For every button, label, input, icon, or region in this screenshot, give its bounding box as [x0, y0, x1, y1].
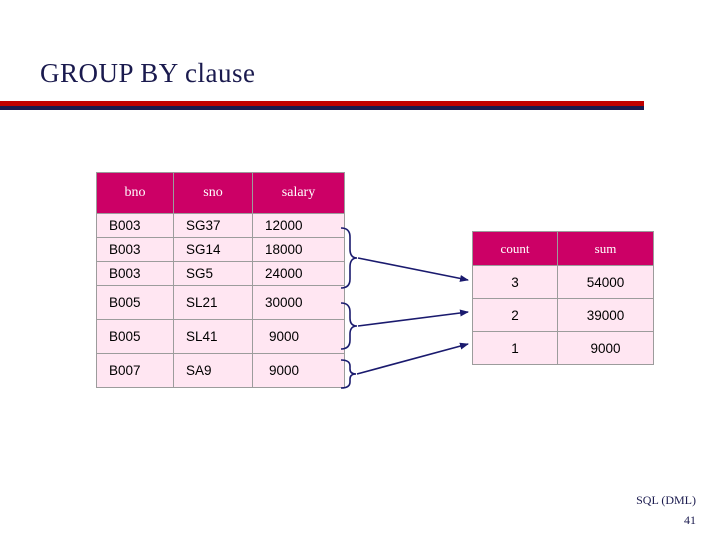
title-divider-rule [0, 101, 644, 106]
staff-salary-table: bno sno salary B003 SG37 12000 B003 SG14… [96, 172, 345, 388]
cell-bno: B003 [96, 237, 174, 262]
table-row: B003 SG5 24000 [96, 261, 345, 286]
footer-page-number: 41 [684, 513, 696, 527]
cell-sno: SA9 [173, 353, 253, 388]
table-row: 2 39000 [472, 298, 654, 332]
cell-sno: SG5 [173, 261, 253, 286]
cell-salary: 9000 [252, 353, 345, 388]
column-header-bno: bno [96, 172, 174, 214]
page-title: GROUP BY clause [40, 58, 256, 88]
cell-bno: B005 [96, 319, 174, 354]
cell-sno: SL21 [173, 285, 253, 320]
cell-bno: B003 [96, 213, 174, 238]
table-row: B003 SG14 18000 [96, 237, 345, 262]
table-header-row: count sum [472, 231, 654, 266]
aggregate-result-table: count sum 3 54000 2 39000 1 9000 [472, 231, 654, 365]
table-row: B005 SL41 9000 [96, 319, 345, 354]
column-header-count: count [472, 231, 558, 266]
cell-sno: SG14 [173, 237, 253, 262]
cell-salary: 12000 [252, 213, 345, 238]
arrow-to-row-1 [357, 257, 469, 282]
cell-count: 1 [472, 331, 558, 365]
title-divider-shadow [0, 106, 644, 110]
cell-salary: 9000 [252, 319, 345, 354]
footer-label: SQL (DML) [636, 493, 696, 507]
table-row: 3 54000 [472, 265, 654, 299]
column-header-salary: salary [252, 172, 345, 214]
cell-sum: 9000 [557, 331, 654, 365]
table-row: B007 SA9 9000 [96, 353, 345, 388]
cell-bno: B005 [96, 285, 174, 320]
arrow-to-row-2 [357, 309, 469, 327]
table-row: 1 9000 [472, 331, 654, 365]
column-header-sum: sum [557, 231, 654, 266]
cell-salary: 24000 [252, 261, 345, 286]
cell-bno: B007 [96, 353, 174, 388]
cell-bno: B003 [96, 261, 174, 286]
cell-sum: 39000 [557, 298, 654, 332]
column-header-sno: sno [173, 172, 253, 214]
cell-sno: SL41 [173, 319, 253, 354]
cell-sno: SG37 [173, 213, 253, 238]
arrow-to-row-3 [356, 342, 469, 375]
cell-count: 3 [472, 265, 558, 299]
cell-salary: 30000 [252, 285, 345, 320]
cell-count: 2 [472, 298, 558, 332]
table-row: B005 SL21 30000 [96, 285, 345, 320]
table-row: B003 SG37 12000 [96, 213, 345, 238]
cell-sum: 54000 [557, 265, 654, 299]
cell-salary: 18000 [252, 237, 345, 262]
table-header-row: bno sno salary [96, 172, 345, 214]
